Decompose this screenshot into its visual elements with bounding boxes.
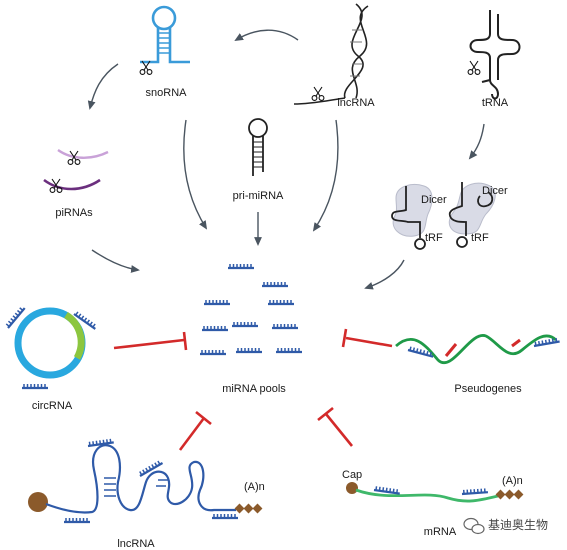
mirna-pool — [198, 262, 304, 356]
arrow-pirnas-to-pool — [91, 249, 140, 273]
mirna-fragment — [230, 320, 260, 328]
trna-label: tRNA — [482, 97, 509, 109]
mirna-fragment — [270, 322, 300, 330]
lncrna-top-structure — [293, 3, 369, 105]
mirna-pools-label: miRNA pools — [222, 383, 286, 395]
arrow-trna-to-trf — [468, 123, 485, 160]
trna-structure — [469, 10, 521, 100]
mirna-fragment — [200, 324, 230, 332]
circrna-label: circRNA — [32, 400, 73, 412]
mirna-fragment — [198, 348, 228, 356]
trf-right-label: tRF — [471, 232, 489, 244]
mrna-label: mRNA — [424, 526, 457, 538]
wechat-icon — [463, 517, 485, 535]
arrow-lncrna-to-pool — [312, 119, 339, 232]
watermark-text: 基迪奥生物 — [488, 518, 548, 532]
dicer-left — [391, 184, 433, 250]
inhibit-pseudogenes — [341, 328, 393, 348]
circrna-structure — [3, 304, 99, 390]
snorna-label: snoRNA — [146, 87, 188, 99]
polya-left-label: (A)n — [244, 481, 265, 493]
pseudogenes-structure — [395, 334, 561, 364]
scissors-icon — [311, 86, 325, 101]
cap-label: Cap — [342, 469, 362, 481]
arrow-lncrna-to-snorna — [234, 29, 299, 42]
snorna-structure — [140, 5, 190, 64]
arrow-snorna-to-pool — [183, 119, 208, 230]
lncrna-bottom-label: lncRNA — [117, 538, 155, 550]
mirna-fragment — [234, 346, 264, 354]
lncrna-top-label: lncRNA — [337, 97, 375, 109]
lncrna-bottom-structure — [28, 437, 263, 524]
dicer-right — [448, 182, 496, 248]
mirna-fragment — [202, 298, 232, 306]
pirnas-label: piRNAs — [55, 207, 93, 219]
inhibit-circrna — [113, 331, 188, 351]
scissors-icon — [467, 60, 481, 75]
pri-mirna-label: pri-miRNA — [233, 190, 284, 202]
arrow-snorna-to-pirnas — [87, 63, 119, 110]
pri-mirna-structure — [248, 118, 268, 176]
pirnas-structure — [43, 148, 109, 191]
mirna-fragment — [226, 262, 256, 270]
dicer-left-label: Dicer — [421, 194, 447, 206]
mrna-structure — [346, 482, 524, 503]
inhibit-mrna — [317, 406, 354, 447]
mirna-fragment — [274, 346, 304, 354]
inhibit-lncrna-bottom — [178, 410, 212, 451]
dicer-right-label: Dicer — [482, 185, 508, 197]
pseudogenes-label: Pseudogenes — [454, 383, 522, 395]
mirna-fragment — [266, 298, 296, 306]
arrow-trf-to-pool — [364, 259, 405, 290]
mirna-fragment — [260, 280, 290, 288]
trf-left-label: tRF — [425, 232, 443, 244]
polya-right-label: (A)n — [502, 475, 523, 487]
